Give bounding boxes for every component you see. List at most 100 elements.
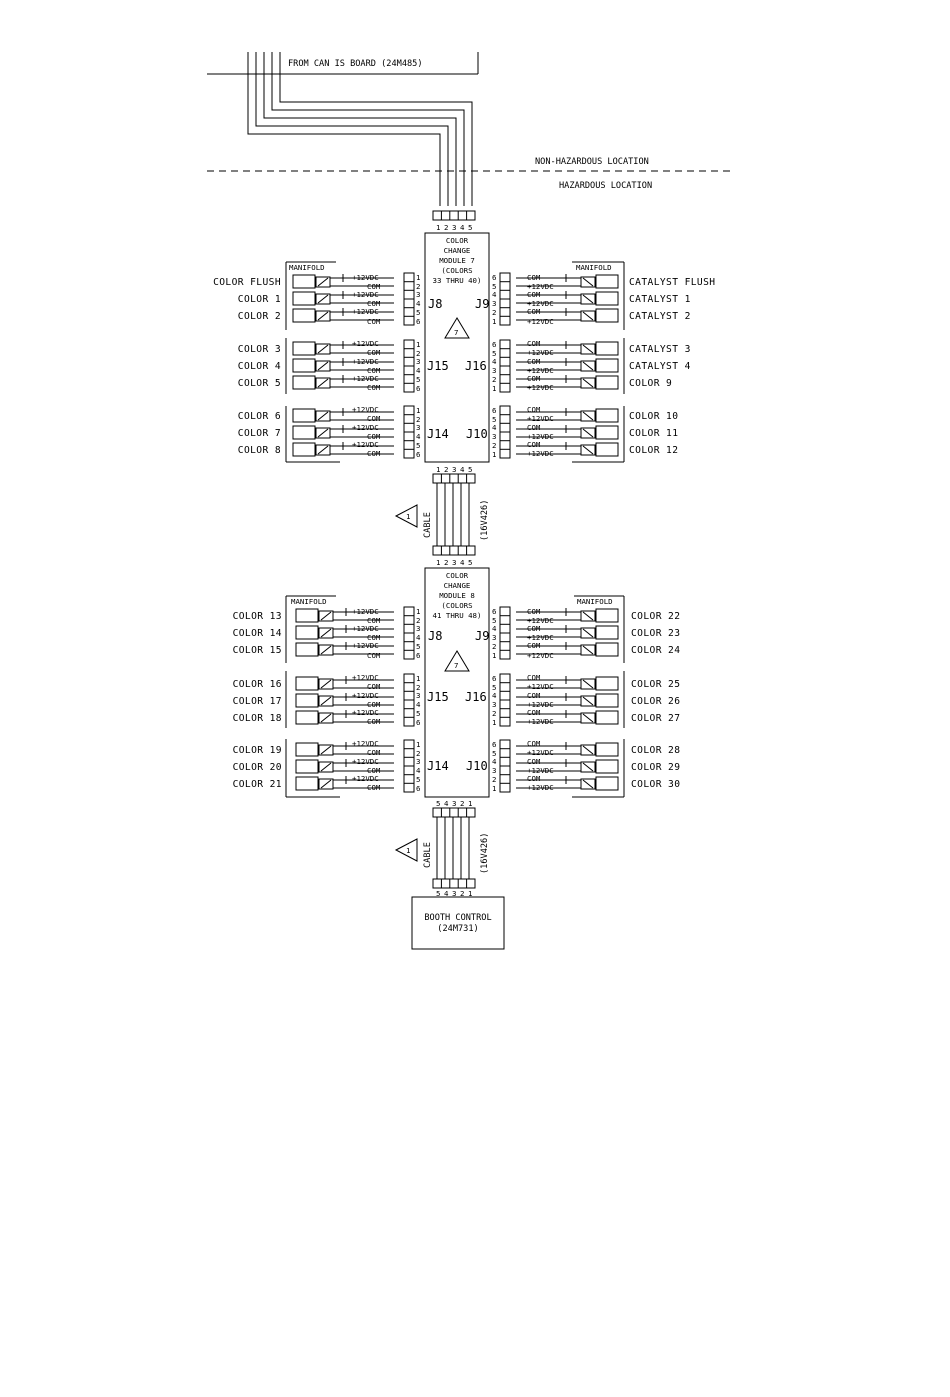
svg-text:7: 7	[454, 328, 458, 337]
svg-text:6: 6	[492, 674, 496, 683]
svg-text:COM: COM	[367, 717, 381, 726]
svg-text:+12VDC: +12VDC	[352, 739, 379, 748]
svg-text:6: 6	[416, 651, 420, 660]
svg-text:6: 6	[492, 340, 496, 349]
svg-text:2: 2	[416, 616, 420, 625]
svg-text:+12VDC: +12VDC	[352, 757, 379, 766]
svg-text:CABLE: CABLE	[423, 842, 433, 868]
svg-text:1: 1	[416, 607, 420, 616]
non-hazardous-location-label: NON-HAZARDOUS LOCATION	[535, 157, 649, 167]
valve-label: COLOR 27	[631, 713, 680, 724]
svg-text:COM: COM	[527, 757, 541, 766]
svg-text:3: 3	[492, 766, 496, 775]
svg-text:COM: COM	[527, 673, 541, 682]
svg-text:(COLORS: (COLORS	[441, 266, 472, 275]
svg-text:COM: COM	[527, 624, 541, 633]
svg-text:COM: COM	[367, 282, 381, 291]
valve-label: COLOR 10	[629, 411, 678, 422]
svg-text:CABLE: CABLE	[423, 512, 433, 538]
svg-text:1: 1	[416, 273, 420, 282]
svg-text:2: 2	[444, 558, 448, 567]
valve-label: COLOR 3	[238, 344, 281, 355]
svg-text:+12VDC: +12VDC	[352, 641, 379, 650]
svg-text:6: 6	[416, 784, 420, 793]
svg-text:3: 3	[492, 299, 496, 308]
svg-text:1: 1	[436, 465, 440, 474]
valve-label: COLOR 29	[631, 762, 680, 773]
svg-text:1: 1	[492, 317, 496, 326]
color-change-module-7: COLOR CHANGE MODULE 7 (COLORS 33 THRU 40…	[424, 232, 490, 463]
header-wiring: FROM CAN IS BOARD (24M485) NON-HAZARDOUS…	[207, 52, 730, 206]
svg-text:COM: COM	[367, 317, 381, 326]
svg-text:3: 3	[452, 799, 456, 808]
svg-text:5: 5	[492, 616, 496, 625]
svg-text:1: 1	[406, 512, 410, 521]
svg-text:4: 4	[492, 290, 497, 299]
svg-text:3: 3	[452, 558, 456, 567]
valve-label: COLOR 15	[233, 645, 282, 656]
svg-text:6: 6	[492, 406, 496, 415]
svg-text:+12VDC: +12VDC	[527, 432, 554, 441]
svg-text:1: 1	[492, 651, 496, 660]
svg-text:J14: J14	[427, 759, 449, 773]
svg-text:+12VDC: +12VDC	[527, 366, 554, 375]
svg-text:+12VDC: +12VDC	[352, 405, 379, 414]
svg-text:(COLORS: (COLORS	[441, 601, 472, 610]
svg-text:4: 4	[416, 432, 421, 441]
valve-label: COLOR 1	[238, 294, 281, 305]
svg-text:2: 2	[460, 889, 464, 898]
svg-text:6: 6	[416, 450, 420, 459]
svg-text:+12VDC: +12VDC	[527, 766, 554, 775]
svg-text:1: 1	[436, 558, 440, 567]
valve-label: COLOR 12	[629, 445, 678, 456]
svg-text:3: 3	[416, 624, 420, 633]
svg-text:+12VDC: +12VDC	[527, 383, 554, 392]
valve-label: COLOR 7	[238, 428, 281, 439]
svg-text:COM: COM	[367, 616, 381, 625]
svg-text:5: 5	[492, 282, 496, 291]
svg-text:+12VDC: +12VDC	[527, 682, 554, 691]
svg-text:5: 5	[416, 375, 420, 384]
valve-label: COLOR 6	[238, 411, 281, 422]
svg-text:COM: COM	[367, 383, 381, 392]
svg-text:+12VDC: +12VDC	[352, 273, 379, 282]
valve-label: COLOR 20	[233, 762, 282, 773]
valve-label: CATALYST 1	[629, 294, 691, 305]
svg-text:1: 1	[416, 674, 420, 683]
svg-text:3: 3	[416, 357, 420, 366]
color-change-module-8: COLOR CHANGE MODULE 8 (COLORS 41 THRU 48…	[424, 567, 490, 798]
svg-text:3: 3	[416, 423, 420, 432]
svg-text:2: 2	[492, 308, 496, 317]
svg-text:5: 5	[416, 709, 420, 718]
svg-text:+12VDC: +12VDC	[352, 774, 379, 783]
valve-label: CATALYST 2	[629, 311, 691, 322]
svg-text:COM: COM	[367, 700, 381, 709]
svg-text:+12VDC: +12VDC	[352, 607, 379, 616]
valve-label: COLOR 11	[629, 428, 678, 439]
svg-text:4: 4	[492, 624, 497, 633]
svg-text:3: 3	[416, 691, 420, 700]
svg-text:5: 5	[492, 683, 496, 692]
svg-text:6: 6	[492, 273, 496, 282]
svg-text:+12VDC: +12VDC	[527, 348, 554, 357]
svg-text:COM: COM	[527, 273, 541, 282]
svg-text:+12VDC: +12VDC	[527, 317, 554, 326]
svg-text:1: 1	[416, 740, 420, 749]
svg-text:+12VDC: +12VDC	[352, 673, 379, 682]
svg-text:COM: COM	[367, 366, 381, 375]
svg-text:J16: J16	[465, 690, 487, 704]
connector-module-7-top: 1 2 3 4 5	[432, 210, 476, 232]
valve-label: COLOR 22	[631, 611, 680, 622]
svg-text:MODULE 8: MODULE 8	[439, 591, 475, 600]
svg-text:+12VDC: +12VDC	[352, 290, 379, 299]
svg-text:+12VDC: +12VDC	[352, 374, 379, 383]
valve-label: COLOR 28	[631, 745, 680, 756]
svg-text:2: 2	[492, 375, 496, 384]
svg-text:+12VDC: +12VDC	[352, 423, 379, 432]
svg-text:J8: J8	[428, 629, 442, 643]
svg-text:+12VDC: +12VDC	[352, 357, 379, 366]
svg-text:5: 5	[492, 749, 496, 758]
svg-text:COLOR: COLOR	[446, 571, 469, 580]
